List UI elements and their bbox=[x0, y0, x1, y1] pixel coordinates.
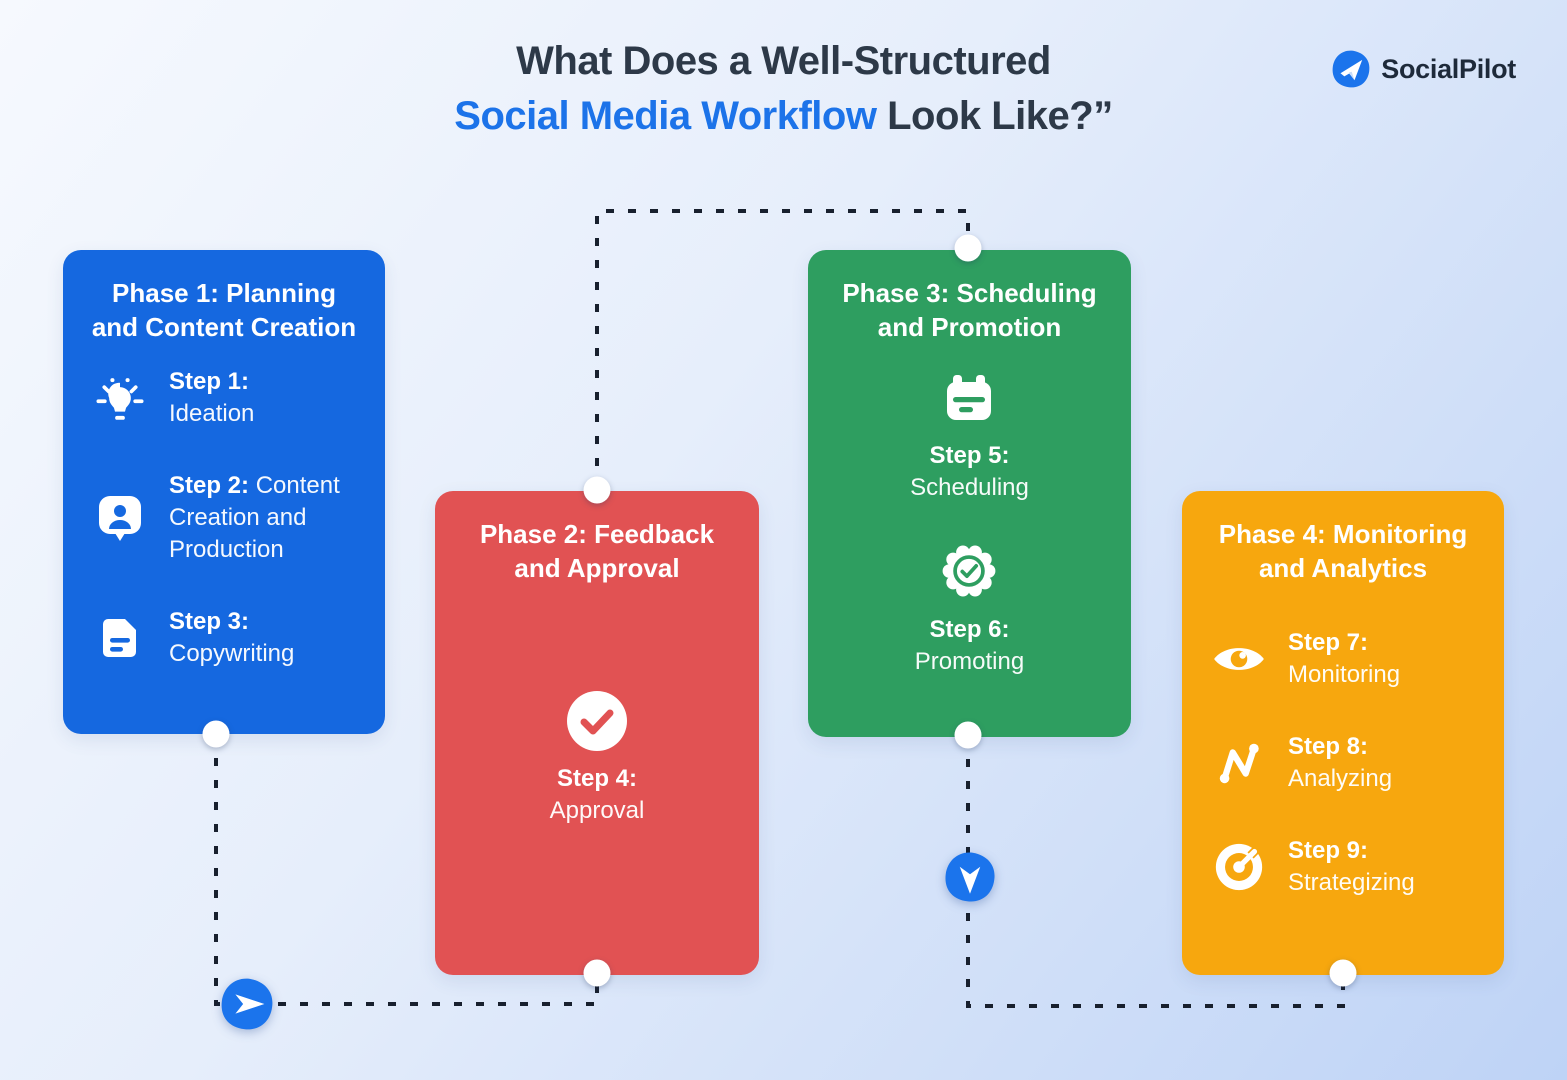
eye-icon bbox=[1206, 630, 1272, 688]
step-4-row: Step 4:Approval bbox=[549, 689, 645, 827]
step-1-text: Step 1:Ideation bbox=[169, 368, 255, 427]
step-1-row: Step 1:Ideation bbox=[87, 366, 361, 430]
step-5-row: Step 5:Scheduling bbox=[910, 370, 1029, 504]
phase-3-card: Phase 3: Scheduling and Promotion Step 5… bbox=[808, 250, 1131, 737]
step-6-row: Step 6:Promoting bbox=[915, 538, 1024, 678]
phase-3-title: Phase 3: Scheduling and Promotion bbox=[842, 278, 1097, 342]
page-title-line1: What Does a Well-Structured bbox=[516, 39, 1051, 83]
badge-check-icon bbox=[936, 538, 1002, 604]
page-title: What Does a Well-Structured Social Media… bbox=[0, 34, 1567, 144]
step-7-text: Step 7:Monitoring bbox=[1288, 629, 1401, 688]
step-2-row: Step 2: Content Creation and Production bbox=[87, 470, 361, 566]
phase-2-title: Phase 2: Feedback and Approval bbox=[479, 519, 715, 583]
step-3-row: Step 3:Copywriting bbox=[87, 606, 361, 670]
phase-4-title: Phase 4: Monitoring and Analytics bbox=[1218, 519, 1468, 583]
phase-4-card: Phase 4: Monitoring and Analytics Step 7… bbox=[1182, 491, 1504, 975]
target-icon bbox=[1206, 840, 1272, 894]
page-title-highlight: Social Media Workflow bbox=[454, 94, 877, 138]
step-8-row: Step 8:Analyzing bbox=[1206, 731, 1480, 795]
step-8-text: Step 8:Analyzing bbox=[1288, 733, 1393, 792]
step-4-text: Step 4:Approval bbox=[549, 765, 645, 824]
person-chat-icon bbox=[87, 492, 153, 544]
step-7-row: Step 7:Monitoring bbox=[1206, 627, 1480, 691]
note-icon bbox=[87, 614, 153, 662]
step-3-text: Step 3:Copywriting bbox=[169, 608, 295, 667]
paper-plane-badge-right bbox=[221, 978, 273, 1030]
analytics-icon bbox=[1206, 738, 1272, 788]
phase-1-card: Phase 1: Planning and Content Creation bbox=[63, 250, 385, 734]
step-9-row: Step 9:Strategizing bbox=[1206, 835, 1480, 899]
brand-name: SocialPilot bbox=[1381, 53, 1516, 84]
step-2-text: Step 2: Content Creation and Production bbox=[169, 472, 340, 563]
step-6-text: Step 6:Promoting bbox=[914, 616, 1025, 675]
lightbulb-icon bbox=[87, 372, 153, 424]
paper-plane-badge-down bbox=[945, 852, 995, 902]
phase-1-title: Phase 1: Planning and Content Creation bbox=[91, 278, 357, 342]
check-circle-icon bbox=[565, 689, 629, 753]
socialpilot-logo: SocialPilot bbox=[1330, 48, 1516, 90]
step-9-text: Step 9:Strategizing bbox=[1288, 837, 1415, 896]
calendar-icon bbox=[939, 370, 999, 430]
page-title-line2: Social Media Workflow Look Like?” bbox=[0, 89, 1567, 144]
phase-2-card: Phase 2: Feedback and Approval Step 4:Ap… bbox=[435, 491, 759, 975]
page-title-rest: Look Like?” bbox=[876, 94, 1113, 138]
step-5-text: Step 5:Scheduling bbox=[910, 442, 1029, 501]
paper-plane-logo-icon bbox=[1332, 50, 1370, 88]
